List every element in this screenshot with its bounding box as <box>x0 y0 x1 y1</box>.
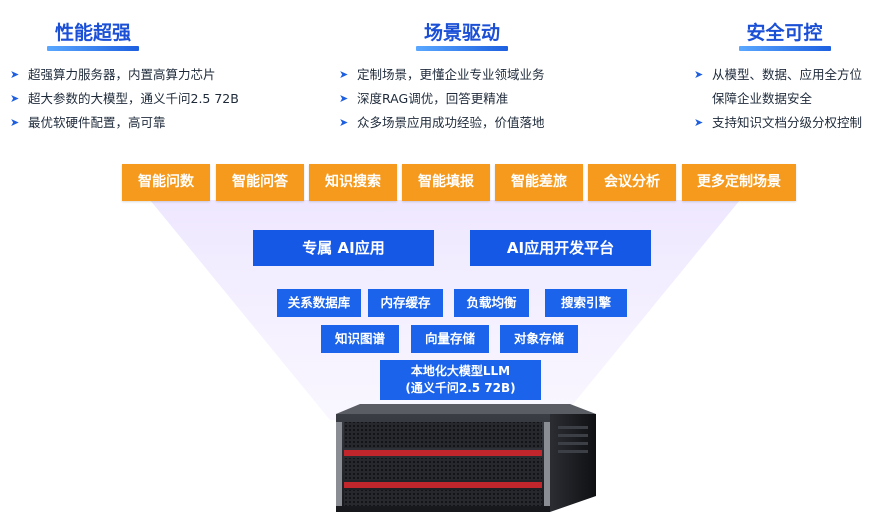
arrow-icon: ➤ <box>10 116 20 129</box>
arrow-icon: ➤ <box>339 92 349 105</box>
scenario-box: 智能问数 <box>122 164 210 201</box>
feature-item: ➤支持知识文档分级分权控制 <box>692 111 882 135</box>
feature-scenario-driven: 场景驱动 ➤定制场景，更懂企业专业领域业务 ➤深度RAG调优，回答更精准 ➤众多… <box>337 18 587 135</box>
scenario-box: 更多定制场景 <box>682 164 796 201</box>
feature-item: ➤定制场景，更懂企业专业领域业务 <box>337 63 587 87</box>
feature-performance: 性能超强 ➤超强算力服务器，内置高算力芯片 ➤超大参数的大模型，通义千问2.5 … <box>8 18 258 135</box>
arrow-icon: ➤ <box>10 68 20 81</box>
arrow-icon: ➤ <box>10 92 20 105</box>
arrow-icon: ➤ <box>694 116 704 129</box>
scenario-box: 智能差旅 <box>495 164 583 201</box>
capability-box: 内存缓存 <box>368 289 443 317</box>
feature-heading: 性能超强 <box>8 18 178 51</box>
server-image <box>336 404 596 512</box>
arrow-icon: ➤ <box>339 68 349 81</box>
feature-heading: 安全可控 <box>692 18 877 51</box>
feature-item-continued: 保障企业数据安全 <box>712 91 813 106</box>
scenario-box: 会议分析 <box>588 164 676 201</box>
feature-heading: 场景驱动 <box>337 18 587 51</box>
platform-box: 专属 AI应用 <box>253 230 434 266</box>
capability-box: 向量存储 <box>411 325 489 353</box>
feature-item: ➤深度RAG调优，回答更精准 <box>337 87 587 111</box>
capability-box: 对象存储 <box>500 325 578 353</box>
llm-model: (通义千问2.5 72B) <box>405 381 516 395</box>
platform-box: AI应用开发平台 <box>470 230 651 266</box>
arrow-icon: ➤ <box>339 116 349 129</box>
feature-security: 安全可控 ➤从模型、数据、应用全方位 保障企业数据安全 ➤支持知识文档分级分权控… <box>692 18 882 135</box>
llm-title: 本地化大模型LLM <box>410 364 511 378</box>
capability-box: 关系数据库 <box>277 289 361 317</box>
scenario-box: 知识搜索 <box>309 164 397 201</box>
feature-item: ➤超大参数的大模型，通义千问2.5 72B <box>8 87 258 111</box>
feature-item: ➤最优软硬件配置，高可靠 <box>8 111 258 135</box>
capability-box: 搜索引擎 <box>545 289 627 317</box>
scenario-box: 智能填报 <box>402 164 490 201</box>
arrow-icon: ➤ <box>694 68 704 81</box>
capability-box: 知识图谱 <box>321 325 399 353</box>
llm-box: 本地化大模型LLM (通义千问2.5 72B) <box>380 360 541 400</box>
capability-box: 负载均衡 <box>454 289 529 317</box>
scenario-box: 智能问答 <box>216 164 304 201</box>
feature-item: ➤超强算力服务器，内置高算力芯片 <box>8 63 258 87</box>
feature-item: ➤众多场景应用成功经验，价值落地 <box>337 111 587 135</box>
feature-item: ➤从模型、数据、应用全方位 <box>692 63 882 87</box>
